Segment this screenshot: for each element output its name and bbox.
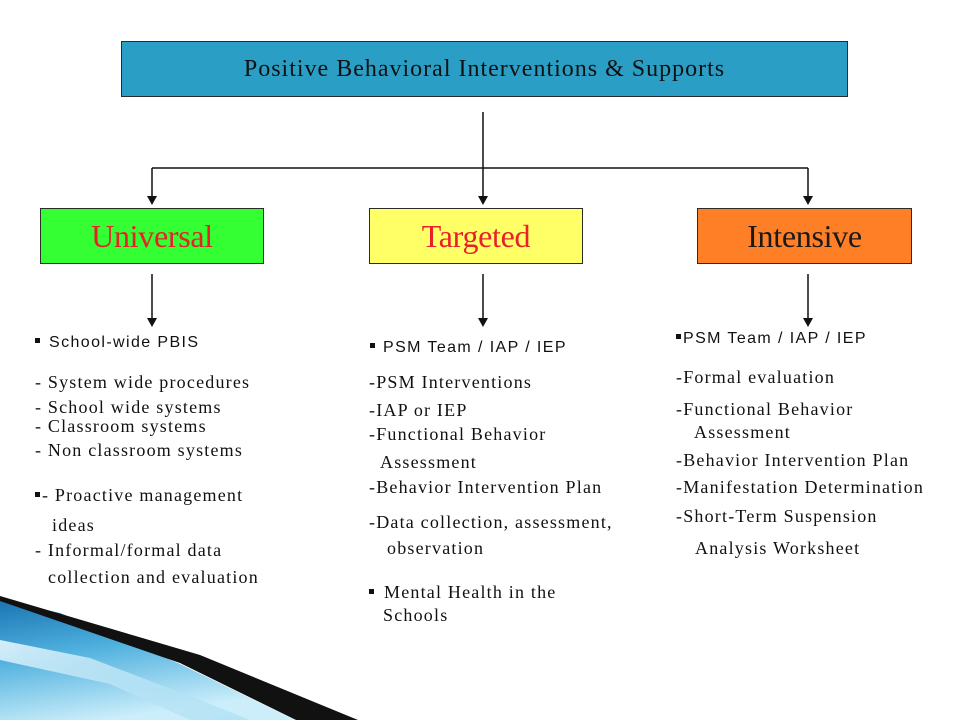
universal-item: - Informal/formal data (35, 540, 223, 560)
swoosh-blue (0, 600, 295, 720)
square-bullet-icon (35, 338, 40, 344)
square-bullet-icon (35, 492, 40, 498)
targeted-item: -Behavior Intervention Plan (369, 477, 603, 497)
item-text: Mental Health in the (384, 582, 557, 602)
universal-item: - Proactive management (35, 485, 243, 505)
targeted-item: -Data collection, assessment, (369, 512, 613, 532)
universal-item: - System wide procedures (35, 372, 251, 392)
targeted-item: Assessment (380, 452, 477, 472)
intensive-item: PSM Team / IAP / IEP (676, 329, 867, 349)
item-text: PSM Team / IAP / IEP (383, 339, 567, 356)
targeted-item: Mental Health in the (369, 582, 556, 602)
tier-box-intensive: Intensive (697, 208, 912, 264)
arrowhead-icon (803, 318, 813, 327)
intensive-item: -Manifestation Determination (676, 477, 925, 497)
tier-box-targeted: Targeted (369, 208, 583, 264)
universal-item: - Classroom systems (35, 416, 207, 436)
intensive-item: Assessment (694, 422, 791, 442)
targeted-item: -PSM Interventions (369, 372, 533, 392)
intensive-item: -Functional Behavior (676, 399, 854, 419)
targeted-item: observation (387, 538, 485, 558)
universal-item: - Non classroom systems (35, 440, 244, 460)
universal-item: School-wide PBIS (35, 333, 199, 353)
title-box: Positive Behavioral Interventions & Supp… (121, 41, 848, 97)
swoosh-dark-band (0, 596, 358, 720)
tier-heading-universal: Universal (91, 217, 213, 254)
targeted-item: -IAP or IEP (369, 400, 468, 420)
arrowhead-icon (478, 196, 488, 205)
intensive-item: -Behavior Intervention Plan (676, 450, 910, 470)
square-bullet-icon (369, 589, 374, 595)
swoosh-streak (0, 640, 250, 720)
universal-item: collection and evaluation (48, 567, 259, 587)
intensive-item: Analysis Worksheet (695, 538, 861, 558)
universal-item: ideas (52, 515, 95, 535)
arrowhead-icon (478, 318, 488, 327)
arrowhead-icon (803, 196, 813, 205)
square-bullet-icon (676, 334, 681, 340)
tier-heading-intensive: Intensive (747, 217, 862, 254)
item-text: - Proactive management (42, 485, 244, 505)
targeted-item: -Functional Behavior (369, 424, 547, 444)
item-text: PSM Team / IAP / IEP (683, 330, 867, 347)
tier-heading-targeted: Targeted (421, 217, 531, 254)
intensive-item: -Short-Term Suspension (676, 506, 878, 526)
targeted-item: Schools (383, 605, 449, 625)
intensive-item: -Formal evaluation (676, 367, 836, 387)
square-bullet-icon (370, 343, 375, 349)
item-text: School-wide PBIS (49, 334, 200, 351)
arrowhead-icon (147, 318, 157, 327)
arrowhead-icon (147, 196, 157, 205)
tier-box-universal: Universal (40, 208, 264, 264)
targeted-item: PSM Team / IAP / IEP (370, 338, 567, 358)
diagram-title: Positive Behavioral Interventions & Supp… (243, 55, 726, 82)
universal-item: - School wide systems (35, 397, 222, 417)
